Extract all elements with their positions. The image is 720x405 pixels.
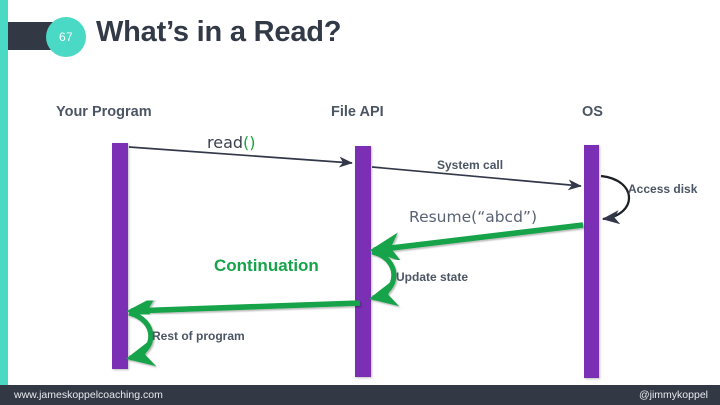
lifeline-label-file-api: File API: [331, 104, 384, 120]
left-accent-rail: [0, 0, 8, 385]
lifeline-bar-os: [584, 145, 599, 378]
footer-website: www.jameskoppelcoaching.com: [14, 389, 163, 401]
lifeline-label-os: OS: [582, 104, 603, 120]
message-label-access-disk: Access disk: [628, 182, 698, 196]
page-title: What’s in a Read?: [96, 16, 342, 48]
message-label-update-state: Update state: [396, 270, 469, 284]
slide-number-badge: 67: [46, 17, 86, 57]
lifeline-label-your-program: Your Program: [56, 104, 152, 120]
message-label-resume: Resume(“abcd”): [409, 208, 537, 226]
message-label-read: read(): [207, 133, 256, 152]
footer-handle: @jimmykoppel: [638, 389, 708, 401]
message-label-read-name: read: [207, 133, 244, 152]
lifeline-bar-file-api: [355, 146, 371, 377]
slide-number-label: 67: [59, 30, 73, 44]
message-label-system-call: System call: [437, 158, 504, 172]
message-label-read-parens: (): [243, 133, 256, 152]
lifeline-bar-your-program: [112, 143, 128, 369]
annotation-continuation: Continuation: [214, 256, 319, 275]
footer: www.jameskoppelcoaching.com @jimmykoppel: [0, 385, 720, 405]
message-label-rest-of-program: Rest of program: [152, 329, 245, 343]
